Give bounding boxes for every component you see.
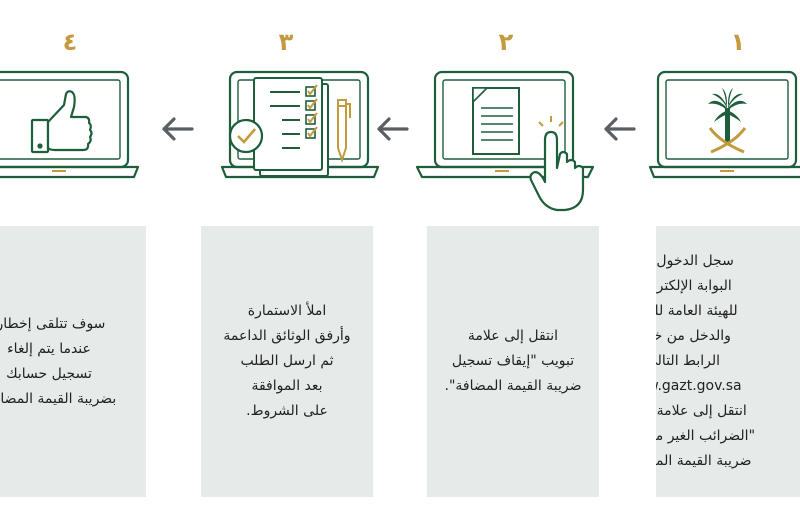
step-1-line: سجل الدخول إلى [656, 253, 734, 269]
step-2-description: انتقل إلى علامة تبويب "إيقاف تسجيل ضريبة… [427, 226, 599, 497]
thumbs-up-icon [30, 90, 93, 154]
step-1-line: الرابط التالي [656, 353, 720, 369]
step-3-line: ثم ارسل الطلب [240, 353, 334, 369]
step-2-line: ضريبة القيمة المضافة". [444, 378, 582, 394]
laptop-checklist [220, 70, 380, 179]
arrow-left-icon [377, 117, 409, 141]
step-1-description: سجل الدخول إلى البوابة الإلكترونية للهيئ… [656, 226, 800, 497]
step-4-line: عندما يتم إلغاء [7, 340, 91, 357]
step-1-line: والدخل من خلال [656, 328, 731, 344]
step-number-1: ١ [730, 28, 746, 56]
document-click-icon [472, 87, 585, 212]
step-3-description: املأ الاستمارة وأرفق الوثائق الداعمة ثم … [201, 226, 373, 497]
step-1-line: انتقل إلى علامة تبويب [656, 403, 747, 419]
step-1-line: ضريبة القيمة المضافة". [656, 453, 752, 469]
step-4-line: تسجيل حسابك [6, 365, 92, 382]
step-3-line: وأرفق الوثائق الداعمة [223, 328, 351, 344]
step-1-line: البوابة الإلكترونية [656, 278, 732, 294]
laptop-emblem [648, 70, 800, 179]
step-number-2: ٢ [498, 28, 514, 56]
step-number-3: ٣ [278, 28, 294, 56]
arrow-left-icon [162, 117, 194, 141]
step-1-line: "الضرائب الغير مباشرة - [656, 428, 756, 444]
step-number-4: ٤ [62, 28, 78, 56]
step-2-line: انتقل إلى علامة [467, 328, 559, 344]
checklist-icon [228, 77, 351, 177]
step-1-line: www.gazt.gov.sa [656, 378, 742, 394]
step-3-line: املأ الاستمارة [247, 303, 327, 319]
step-4-description: سوف تتلقى إخطاراً عندما يتم إلغاء تسجيل … [0, 226, 146, 497]
step-1-line: للهيئة العامة للزكاة [656, 303, 738, 319]
saudi-emblem-icon [708, 88, 747, 154]
laptop-thumbs-up [0, 70, 140, 179]
step-3-line: بعد الموافقة [251, 378, 323, 394]
step-4-line: بضريبة القيمة المضافة. [0, 390, 117, 407]
step-4-line: سوف تتلقى إخطاراً [0, 315, 106, 332]
arrow-left-icon [604, 117, 636, 141]
laptop-document-click [415, 70, 595, 212]
step-3-line: على الشروط. [246, 403, 328, 419]
step-2-line: تبويب "إيقاف تسجيل [451, 353, 575, 369]
